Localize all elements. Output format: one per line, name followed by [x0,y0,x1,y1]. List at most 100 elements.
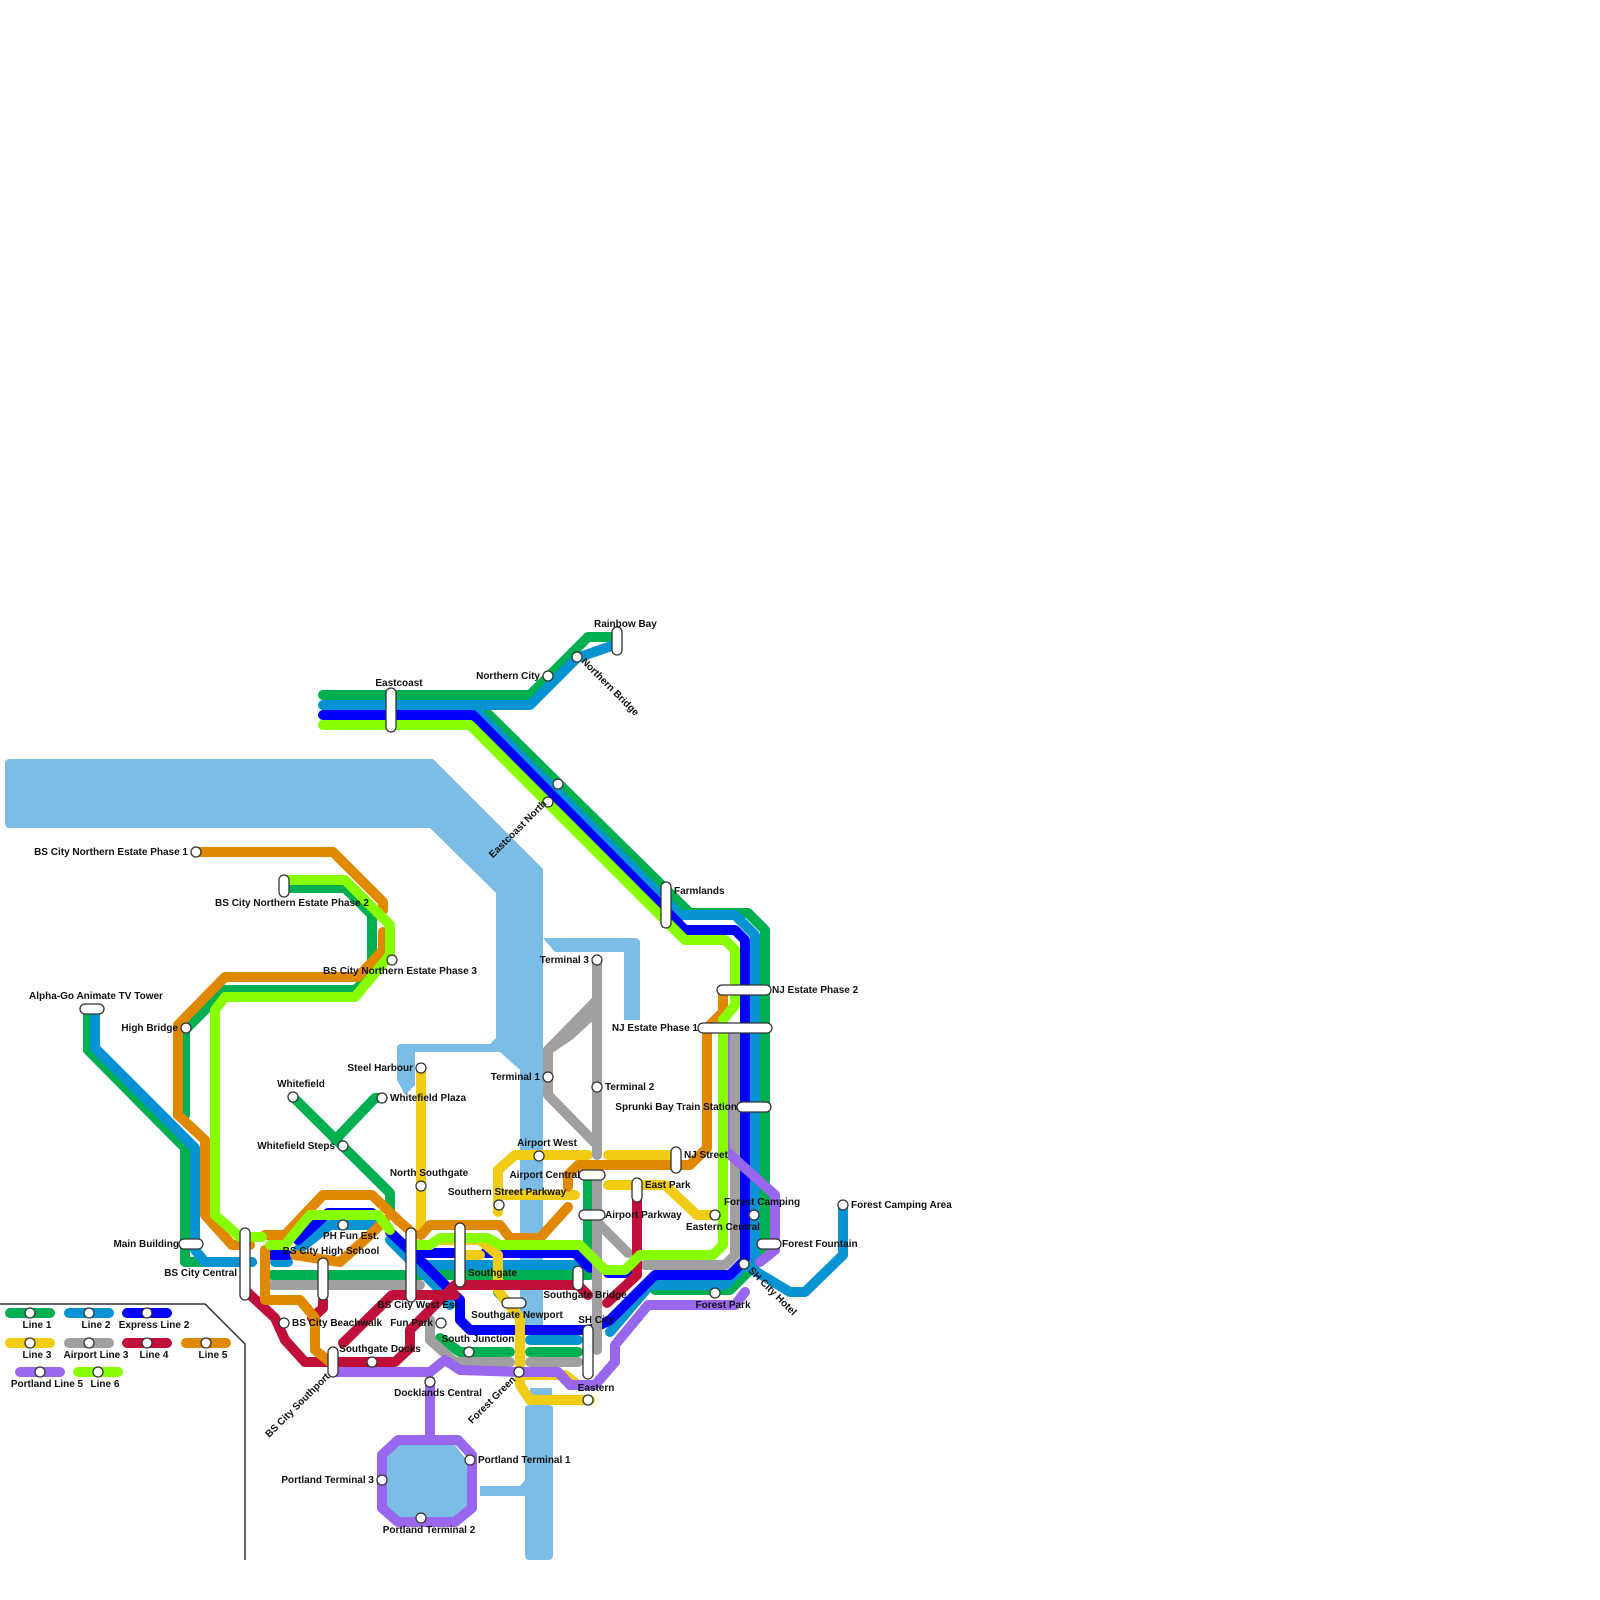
station-marker[interactable] [366,1356,378,1368]
station-marker[interactable] [542,1071,554,1083]
station-high-bridge[interactable] [180,1022,192,1034]
station-forest-park[interactable] [709,1287,721,1299]
station-marker[interactable] [493,1199,505,1211]
station-marker[interactable] [435,1317,447,1329]
interchange-marker[interactable] [178,1238,204,1250]
interchange-marker[interactable] [501,1297,527,1309]
station-marker[interactable] [386,954,398,966]
station-ph-fun-est[interactable] [337,1219,349,1231]
station-bs-city-high-school[interactable] [317,1257,329,1301]
station-marker[interactable] [591,954,603,966]
station-marker[interactable] [287,1091,299,1103]
station-marker[interactable] [424,1376,436,1388]
station-northern-city[interactable] [542,670,554,682]
station-marker[interactable] [709,1209,721,1221]
station-marker[interactable] [542,670,554,682]
station-southgate[interactable] [454,1222,466,1288]
interchange-marker[interactable] [327,1346,339,1378]
station-docklands-central[interactable] [424,1376,436,1388]
station-portland-terminal-2[interactable] [415,1512,427,1524]
station-marker[interactable] [709,1287,721,1299]
interchange-marker[interactable] [385,687,397,733]
station-eastern-central[interactable] [709,1209,721,1221]
interchange-marker[interactable] [239,1227,251,1301]
station-sh-city[interactable] [582,1324,594,1380]
station-marker[interactable] [337,1219,349,1231]
station-marker[interactable] [533,1150,545,1162]
interchange-marker[interactable] [660,881,672,929]
interchange-marker[interactable] [582,1324,594,1380]
station-terminal-1[interactable] [542,1071,554,1083]
station-terminal-2[interactable] [591,1081,603,1093]
station-bs-city-northern-estate-phase-1[interactable] [190,846,202,858]
interchange-marker[interactable] [670,1146,682,1174]
station-south-junction[interactable] [463,1346,475,1358]
station-steel-harbour[interactable] [415,1062,427,1074]
station-forest-camping-area[interactable] [837,1199,849,1211]
station-terminal-3[interactable] [591,954,603,966]
station-marker[interactable] [415,1180,427,1192]
interchange-marker[interactable] [756,1238,782,1250]
station-northern-bridge[interactable] [571,651,583,663]
interchange-marker[interactable] [454,1222,466,1288]
station-forest-green[interactable] [513,1366,525,1378]
station-marker[interactable] [415,1512,427,1524]
station-whitefield-plaza[interactable] [376,1092,388,1104]
interchange-marker[interactable] [317,1257,329,1301]
station-airport-west[interactable] [533,1150,545,1162]
station-marker[interactable] [748,1209,760,1221]
station-fun-park[interactable] [435,1317,447,1329]
station-portland-terminal-3[interactable] [376,1474,388,1486]
station-marker[interactable] [837,1199,849,1211]
station-marker[interactable] [278,1317,290,1329]
station-marker[interactable] [582,1394,594,1406]
interchange-marker[interactable] [631,1177,643,1203]
interchange-marker[interactable] [736,1101,772,1113]
interchange-marker[interactable] [79,1003,105,1015]
station-eastcoast-north[interactable] [542,778,564,808]
station-nj-street[interactable] [670,1146,682,1174]
station-marker[interactable] [415,1062,427,1074]
interchange-marker[interactable] [278,874,290,898]
station-airport-central[interactable] [578,1169,606,1181]
interchange-marker[interactable] [572,1265,584,1291]
station-marker[interactable] [337,1140,349,1152]
station-bs-city-central[interactable] [239,1227,251,1301]
station-marker[interactable] [190,846,202,858]
station-southgate-bridge[interactable] [572,1265,584,1291]
interchange-marker[interactable] [611,626,623,656]
station-bs-city-west-est[interactable] [405,1227,417,1303]
station-nj-estate-phase-1[interactable] [697,1022,773,1034]
station-bs-city-northern-estate-phase-3[interactable] [386,954,398,966]
interchange-marker[interactable] [716,984,772,996]
station-eastcoast[interactable] [385,687,397,733]
station-bs-city-northern-estate-phase-2[interactable] [278,874,290,898]
station-main-building[interactable] [178,1238,204,1250]
station-airport-parkway[interactable] [578,1209,606,1221]
station-marker[interactable] [376,1092,388,1104]
station-southern-street-parkway[interactable] [493,1199,505,1211]
station-farmlands[interactable] [660,881,672,929]
station-marker[interactable] [552,778,564,790]
station-marker[interactable] [542,796,554,808]
station-marker[interactable] [738,1258,750,1270]
station-north-southgate[interactable] [415,1180,427,1192]
station-marker[interactable] [464,1454,476,1466]
station-nj-estate-phase-2[interactable] [716,984,772,996]
interchange-marker[interactable] [578,1209,606,1221]
station-forest-fountain[interactable] [756,1238,782,1250]
station-marker[interactable] [180,1022,192,1034]
station-marker[interactable] [571,651,583,663]
interchange-marker[interactable] [405,1227,417,1303]
station-alpha-go-animate-tv-tower[interactable] [79,1003,105,1015]
station-whitefield-steps[interactable] [337,1140,349,1152]
station-marker[interactable] [376,1474,388,1486]
station-southgate-newport[interactable] [501,1297,527,1309]
station-marker[interactable] [513,1366,525,1378]
station-portland-terminal-1[interactable] [464,1454,476,1466]
station-sprunki-bay-train-station[interactable] [736,1101,772,1113]
station-southgate-docks[interactable] [366,1356,378,1368]
station-rainbow-bay[interactable] [611,626,623,656]
station-bs-city-beachwalk[interactable] [278,1317,290,1329]
station-marker[interactable] [463,1346,475,1358]
